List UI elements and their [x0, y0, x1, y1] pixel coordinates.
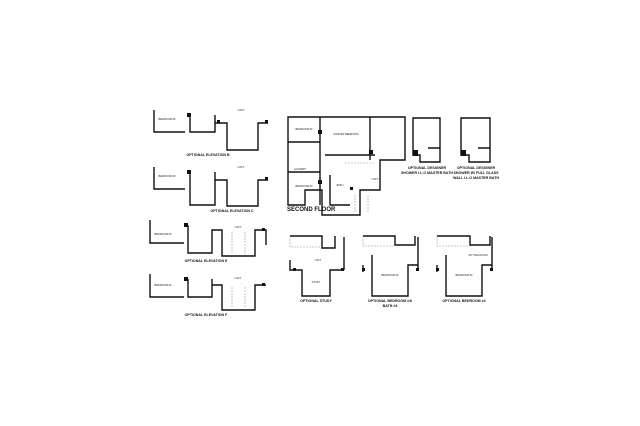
caption-elevation-f: OPTIONAL ELEVATION F: [185, 313, 229, 317]
second-floor-plan: BEDROOM #2 MASTER BEDROOM LAUNDRY BEDROO…: [287, 116, 406, 216]
caption-line: WALL I.L.O MASTER BATH: [453, 176, 499, 180]
room-label: LOFT: [315, 258, 322, 262]
optional-study-plan: LOFT STUDY OPTIONAL STUDY: [289, 235, 345, 303]
room-label: BEDROOM #3: [154, 283, 172, 287]
shower-option-2: OPTIONAL DESIGNER SHOWER W/ FULL GLASS W…: [453, 117, 499, 180]
caption-elevation-c: OPTIONAL ELEVATION C: [210, 209, 254, 213]
room-label: LOFT: [372, 177, 379, 181]
room-label: SITTING ROOM: [468, 253, 487, 257]
caption-elevation-b: OPTIONAL ELEVATION B: [186, 153, 230, 157]
caption-line: BATH #4: [383, 304, 398, 308]
elevation-b-plan: BEDROOM #3 LOFT OPTIONAL ELEVATION B: [153, 108, 268, 157]
elevation-f-plan: BEDROOM #3 LOFT OPTIONAL ELEVATION F: [149, 274, 266, 317]
room-label: BEDROOM #2: [295, 127, 313, 131]
caption-line: OPTIONAL DESIGNER: [457, 166, 496, 170]
caption-line: OPTIONAL BEDROOM #4/: [368, 299, 412, 303]
optional-bedroom4-plan: SITTING ROOM BEDROOM #4 OPTIONAL BEDROOM…: [436, 235, 493, 303]
caption-line: OPTIONAL DESIGNER: [408, 166, 447, 170]
caption-line: SHOWER I.L.O MASTER BATH: [401, 171, 453, 175]
room-label: MASTER BEDROOM: [334, 132, 359, 136]
room-label: LOFT: [235, 276, 242, 280]
room-label: LOFT: [238, 165, 245, 169]
room-label: STUDY: [312, 280, 321, 284]
room-label: BATH: [337, 183, 344, 187]
optional-bedroom4-bath-plan: BEDROOM #4 OPTIONAL BEDROOM #4/ BATH #4: [362, 235, 419, 308]
shower-option-1: OPTIONAL DESIGNER SHOWER I.L.O MASTER BA…: [401, 117, 453, 175]
caption-optional-bedroom4: OPTIONAL BEDROOM #4: [442, 299, 485, 303]
room-label: LAUNDRY: [294, 167, 307, 171]
second-floor-title: SECOND FLOOR: [287, 207, 336, 213]
room-label: BEDROOM #4: [381, 273, 399, 277]
room-label: BEDROOM #3: [158, 174, 176, 178]
room-label: BEDROOM #3: [295, 184, 313, 188]
caption-line: SHOWER W/ FULL GLASS: [453, 171, 499, 175]
elevation-c-plan: BEDROOM #3 LOFT OPTIONAL ELEVATION C: [153, 165, 268, 213]
room-label: BEDROOM #3: [158, 117, 176, 121]
caption-optional-study: OPTIONAL STUDY: [300, 299, 332, 303]
room-label: LOFT: [238, 108, 245, 112]
room-label: BEDROOM #4: [455, 273, 473, 277]
room-label: BEDROOM #3: [154, 232, 172, 236]
elevation-e-plan: BEDROOM #3 LOFT OPTIONAL ELEVATION E: [149, 220, 267, 263]
room-label: LOFT: [235, 225, 242, 229]
caption-elevation-e: OPTIONAL ELEVATION E: [185, 259, 229, 263]
